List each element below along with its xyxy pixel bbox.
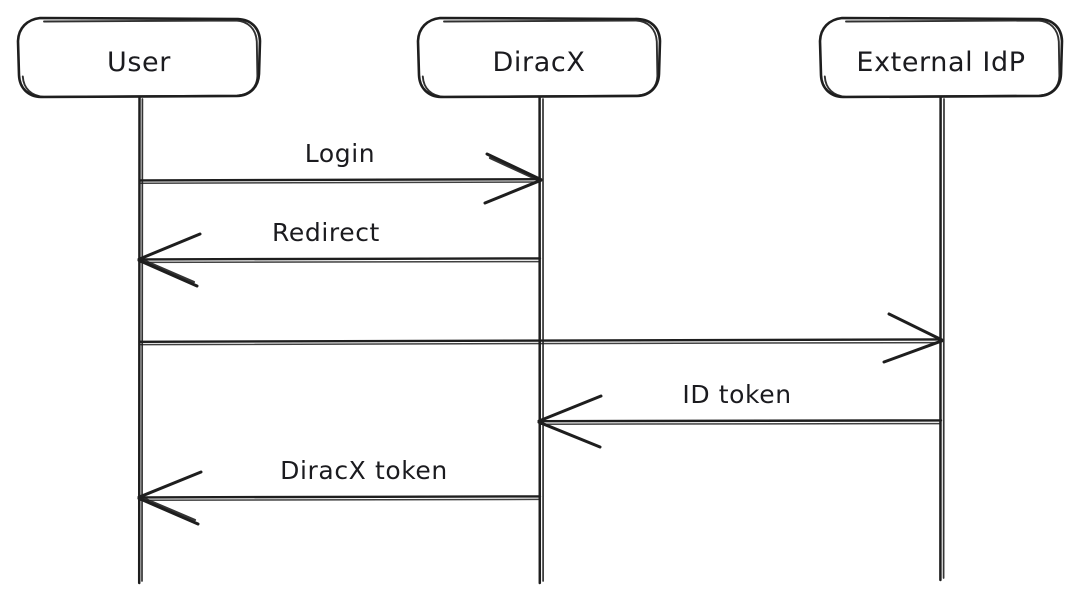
lifelines-layer xyxy=(137,95,945,585)
participant-user[interactable]: User xyxy=(16,16,262,99)
message-label-login: Login xyxy=(305,139,375,168)
lifeline-external-idp xyxy=(939,95,945,582)
message-diracx-token[interactable]: DiracX token xyxy=(137,456,542,526)
lifeline-diracx xyxy=(538,95,545,585)
participant-label-diracx: DiracX xyxy=(493,47,586,78)
participant-label-user: User xyxy=(107,47,171,78)
message-id-token[interactable]: ID token xyxy=(537,380,943,449)
message-label-diracx-token: DiracX token xyxy=(280,456,448,485)
message-label-id-token: ID token xyxy=(682,380,791,409)
message-login[interactable]: Login xyxy=(138,139,543,205)
message-label-redirect: Redirect xyxy=(272,218,380,247)
message-unlabeled-user-to-idp[interactable] xyxy=(138,312,944,364)
message-redirect[interactable]: Redirect xyxy=(137,218,542,288)
participant-boxes-layer: User DiracX External IdP xyxy=(16,16,1064,99)
participant-external-idp[interactable]: External IdP xyxy=(818,16,1064,99)
participant-diracx[interactable]: DiracX xyxy=(416,16,662,99)
lifeline-user xyxy=(137,95,144,585)
participant-label-external-idp: External IdP xyxy=(856,47,1025,78)
messages-layer: Login Redirect xyxy=(137,139,944,526)
